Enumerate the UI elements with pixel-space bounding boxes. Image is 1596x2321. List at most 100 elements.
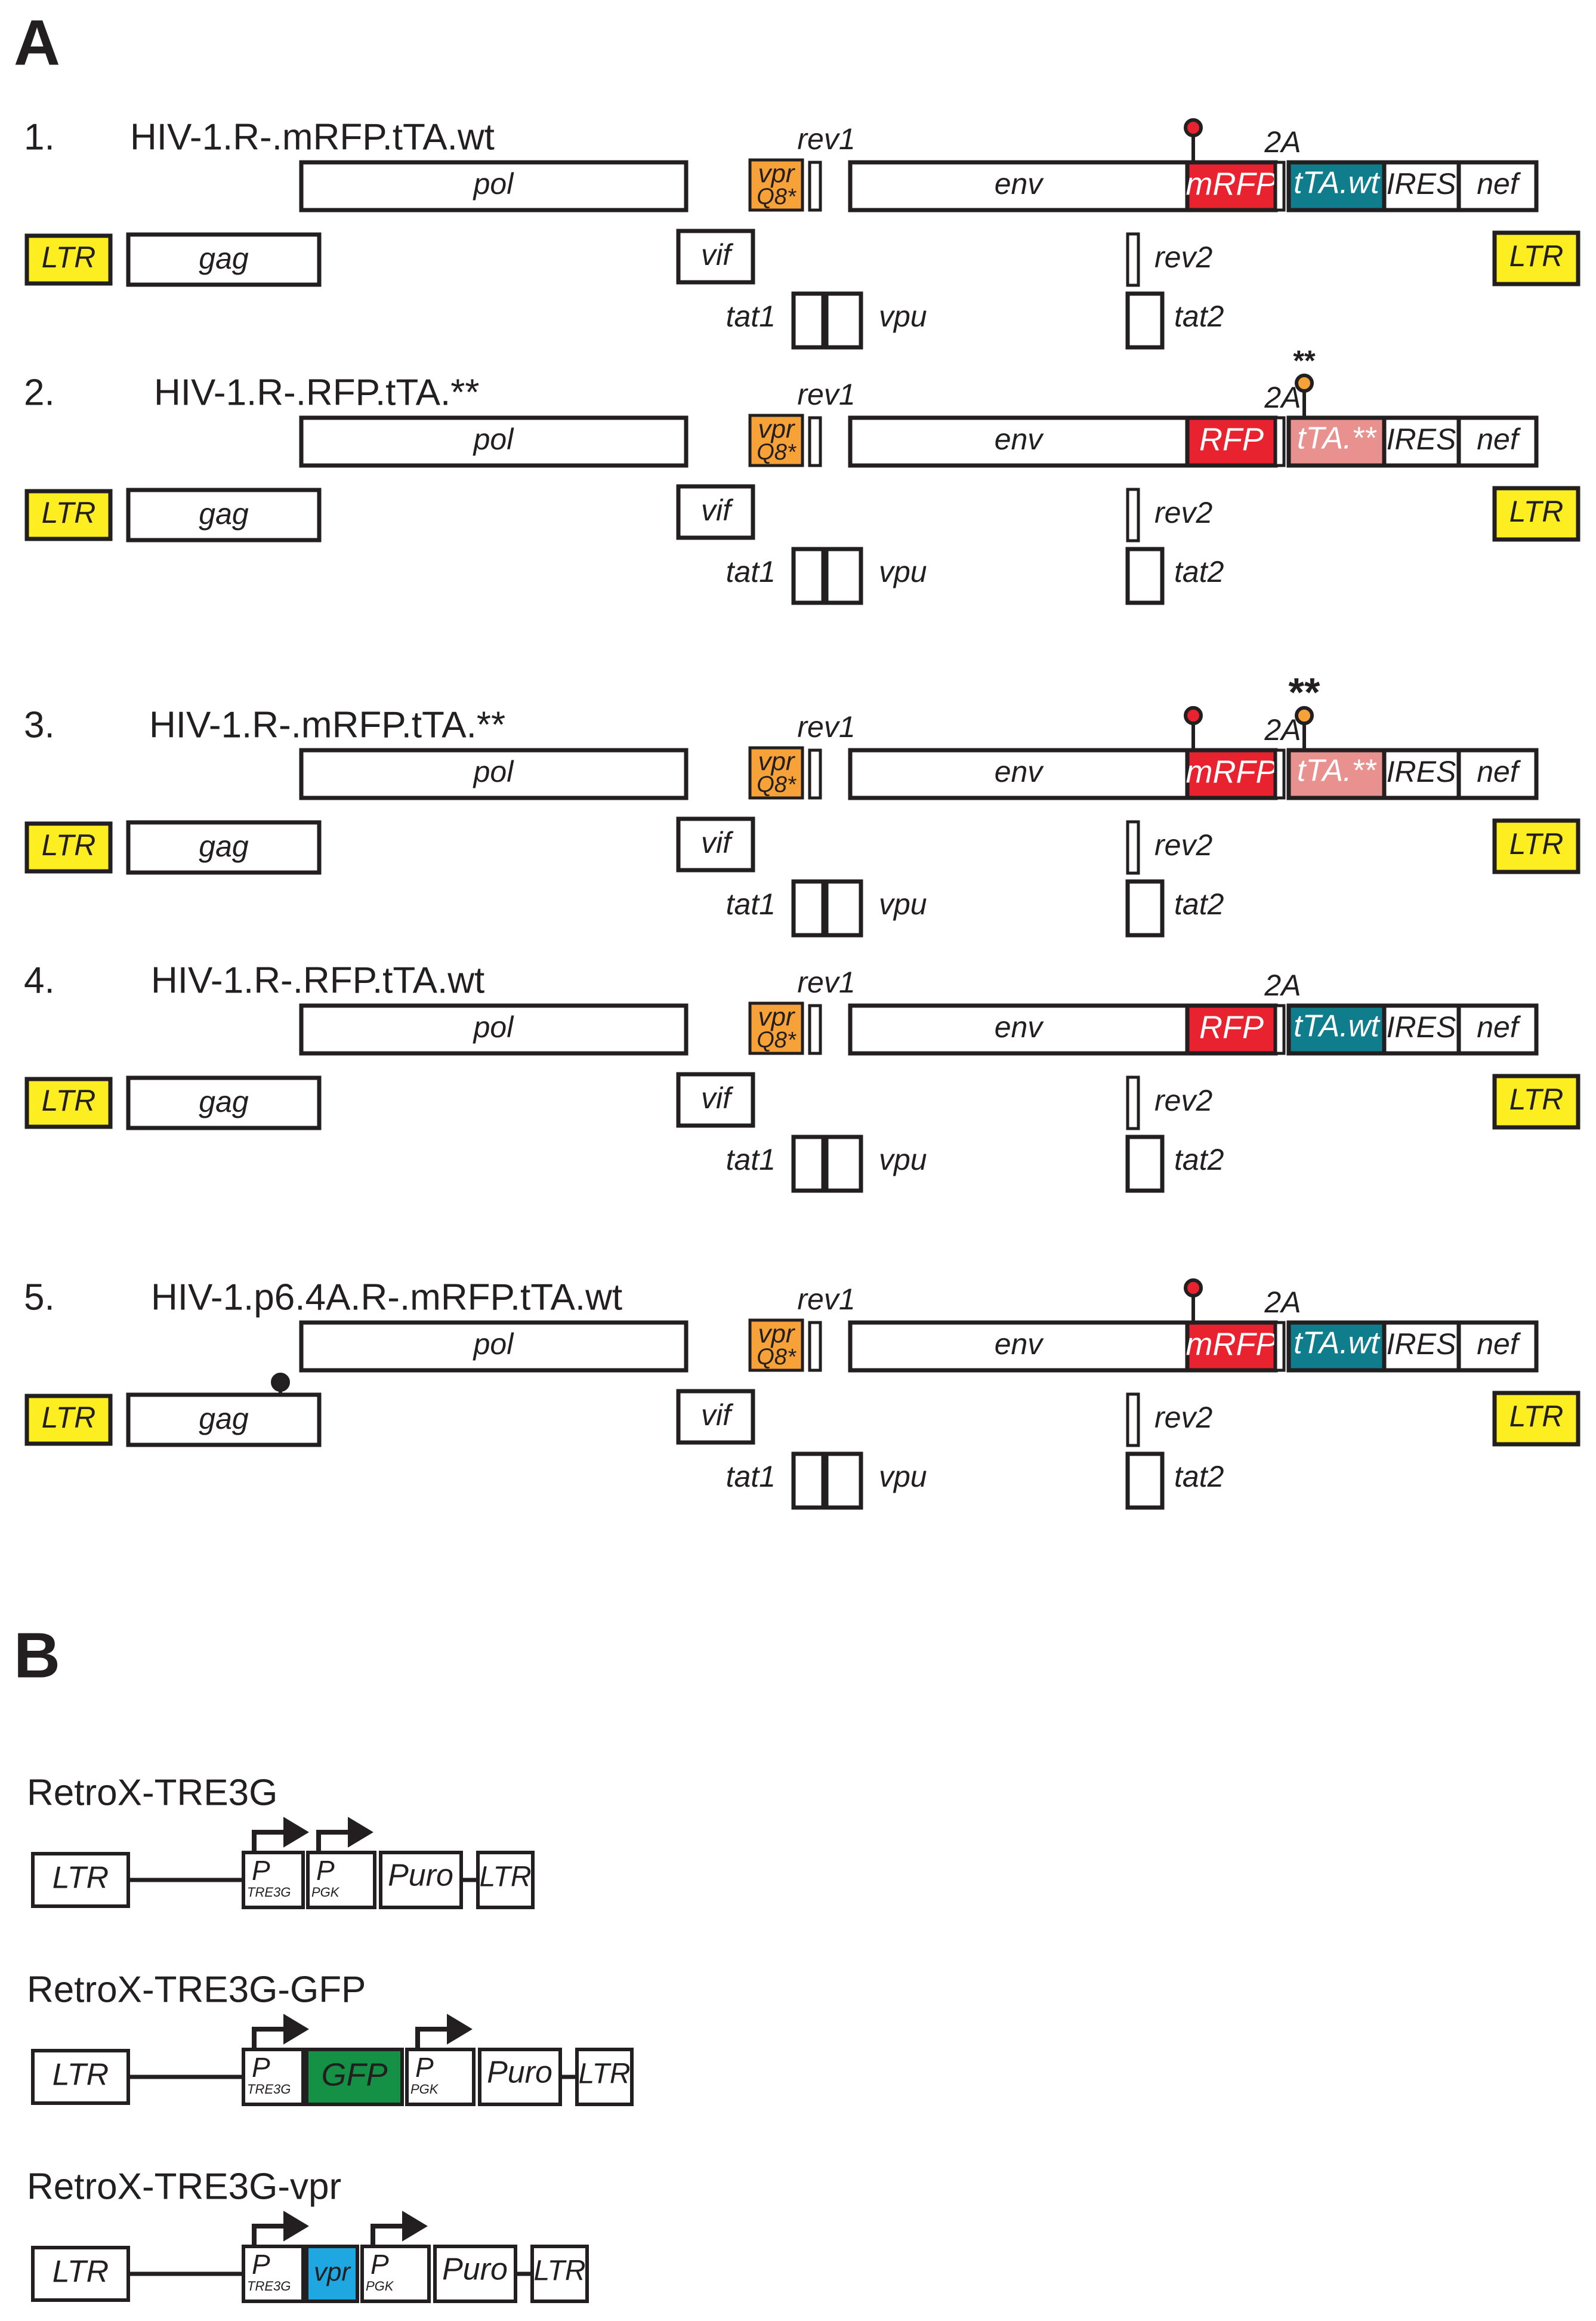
vif-box <box>676 229 755 285</box>
vpr-label: vpr <box>758 1003 795 1032</box>
tat1-label: tat1 <box>726 555 776 588</box>
env-box <box>848 1320 1190 1373</box>
tat1-box <box>791 879 826 938</box>
ltr-left-label: LTR <box>42 828 96 862</box>
myristoylation-marker <box>1184 118 1203 162</box>
tat2-label: tat2 <box>1174 555 1224 588</box>
construct-name: RetroX-TRE3G-GFP <box>27 1969 366 2010</box>
ltr-left-label: LTR <box>53 1861 109 1895</box>
construct-name: HIV-1.R-.RFP.tTA.wt <box>151 960 484 1001</box>
pol-label: pol <box>473 1327 515 1361</box>
vpr-label: vpr <box>758 415 795 444</box>
ltr-left-label: LTR <box>53 2255 109 2289</box>
ires-label: IRES <box>1387 167 1456 201</box>
tat2-box <box>1125 547 1165 605</box>
env-label: env <box>995 167 1045 201</box>
ires-label: IRES <box>1387 423 1456 456</box>
lollipop-head <box>1295 706 1314 725</box>
ltr-left-box <box>31 2049 130 2105</box>
nef-label: nef <box>1477 1010 1521 1044</box>
rev2-label: rev2 <box>1154 1401 1212 1434</box>
promoter-arrow-shaft <box>252 1830 290 1853</box>
promoter-arrow-shaft <box>415 2027 453 2049</box>
puro-label: Puro <box>388 1858 453 1893</box>
q8-label: Q8* <box>757 1028 797 1053</box>
vpr-label: vpr <box>758 747 795 776</box>
rev1-box <box>808 161 822 212</box>
promoter-p: P <box>316 1855 335 1886</box>
promoter-p: P <box>252 2052 270 2083</box>
pol-label: pol <box>473 423 515 456</box>
puro-box <box>379 1851 463 1909</box>
vpu-label: vpu <box>879 1143 927 1176</box>
promoter-arrow-shaft <box>316 1830 354 1853</box>
tat2-label: tat2 <box>1174 887 1224 921</box>
promoter-arrow-shaft <box>252 2027 290 2049</box>
ltr-right-label: LTR <box>1509 1083 1564 1116</box>
rev2-box <box>1126 232 1140 287</box>
ltr-right-box <box>1492 486 1580 542</box>
tat1-box <box>791 547 826 605</box>
nef-label: nef <box>1477 1327 1521 1361</box>
insert-box <box>305 2048 404 2106</box>
vpr-q8-box <box>748 414 804 467</box>
tat2-box <box>1125 1451 1165 1510</box>
fp-box <box>1185 748 1278 800</box>
vif-label: vif <box>701 1081 734 1115</box>
tat1-label: tat1 <box>726 1460 776 1493</box>
rev1-box <box>808 1004 822 1055</box>
nef-box <box>1456 1320 1539 1373</box>
env-label: env <box>995 755 1045 788</box>
mutation-marker <box>1295 374 1314 418</box>
nef-label: nef <box>1477 755 1521 788</box>
construct-number: 2. <box>24 372 55 413</box>
tta-box <box>1286 160 1387 212</box>
fp-label: RFP <box>1199 1009 1264 1045</box>
tta-label: tTA.wt <box>1294 166 1381 201</box>
promoter-p: P <box>252 2249 270 2280</box>
vpu-label: vpu <box>879 300 927 333</box>
ltr-left-box <box>24 489 113 541</box>
lollipop-head <box>271 1373 290 1392</box>
nef-box <box>1456 160 1539 212</box>
vif-box <box>676 1072 755 1128</box>
env-label: env <box>995 1010 1045 1044</box>
ltr-right-box <box>1492 1391 1580 1447</box>
pol-label: pol <box>473 167 515 201</box>
vpu-box <box>824 1451 863 1510</box>
tat1-box <box>791 1135 826 1193</box>
twoa-box <box>1274 1004 1286 1055</box>
promoter-arrow-head <box>283 2014 309 2045</box>
nef-label: nef <box>1477 167 1521 201</box>
promoter-arrow-head <box>283 1817 309 1848</box>
tta-box <box>1286 748 1387 800</box>
tta-label: tTA.wt <box>1294 1009 1381 1044</box>
nef-box <box>1456 748 1539 800</box>
tat1-box <box>791 291 826 350</box>
construct-name: HIV-1.R-.mRFP.tTA.** <box>149 704 505 745</box>
ltr-right-box <box>1492 818 1580 874</box>
promoter-box <box>242 2245 305 2303</box>
ires-label: IRES <box>1387 1010 1456 1044</box>
env-box <box>848 160 1190 212</box>
pol-box <box>299 1003 689 1056</box>
fp-label: mRFP <box>1186 754 1277 790</box>
promoter-arrow-head <box>348 1817 373 1848</box>
ltr-right-label: LTR <box>1509 827 1564 861</box>
vpr-q8-box <box>748 746 804 800</box>
tat2-label: tat2 <box>1174 1143 1224 1176</box>
gag-box <box>126 1392 322 1447</box>
twoa-label: 2A <box>1264 713 1301 747</box>
vpu-label: vpu <box>879 555 927 588</box>
ltr-left-box <box>24 821 113 874</box>
